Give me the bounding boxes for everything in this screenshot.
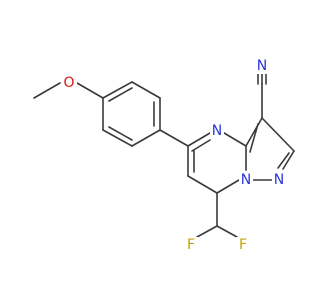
atom-n-pyrimidine: N	[212, 123, 222, 139]
bond-methyl-o	[33, 82, 61, 99]
bond-c3-c2	[261, 117, 295, 152]
bond-c7-c6	[187, 175, 218, 194]
bond-c-f-right	[216, 225, 238, 238]
structure-diagram: N N N N O F F	[33, 58, 295, 253]
atom-n-nitrile: N	[257, 58, 267, 74]
bond-aryl-inner-1	[108, 87, 133, 102]
bond-aryl-2	[131, 81, 161, 99]
molecule-canvas: N N N N O F F	[33, 58, 295, 253]
bond-n4-c3a	[223, 132, 247, 147]
atom-o-methoxy: O	[63, 75, 74, 91]
bond-c-f-left	[196, 225, 218, 238]
bond-c3a-c3	[245, 117, 263, 147]
bond-n7a-c7	[216, 179, 240, 194]
atom-n-bridgehead: N	[241, 172, 251, 188]
bond-c5-n4	[187, 132, 211, 147]
atom-n-pyrazole: N	[274, 172, 284, 188]
bond-c2-n1	[282, 150, 295, 170]
bond-aryl-pyrimidine	[159, 129, 189, 147]
bond-aryl-inner-3	[108, 126, 133, 141]
bond-aryl-1	[102, 81, 133, 99]
bond-aryl-5	[102, 129, 133, 147]
bond-aryl-4	[131, 129, 161, 147]
bond-o-aryl	[76, 82, 104, 99]
bond-c5-n4-double	[191, 139, 211, 152]
atom-f-left: F	[187, 237, 195, 253]
bond-c3a-c3-double	[249, 123, 259, 153]
atom-f-right: F	[239, 237, 247, 253]
bond-c2-n1-double	[277, 152, 290, 169]
